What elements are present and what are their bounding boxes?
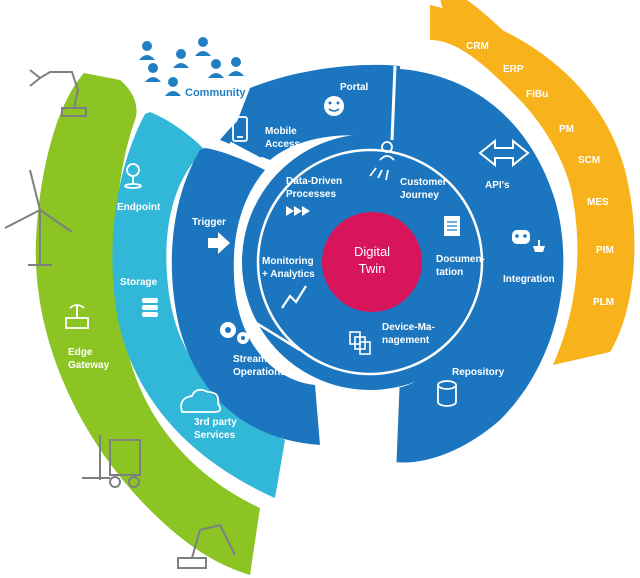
trigger-label: Trigger xyxy=(192,217,226,228)
pages-icon xyxy=(349,331,371,355)
cyan-band xyxy=(112,112,286,498)
outer-blue-ring xyxy=(220,68,564,463)
orange-label: SCM xyxy=(578,155,600,166)
blue-band xyxy=(171,148,320,445)
customer-journey-label-line1: Customer xyxy=(400,177,447,188)
orange-label: FiBu xyxy=(526,89,548,100)
phone-icon xyxy=(232,116,248,142)
integration-label: Integration xyxy=(503,274,555,285)
storage-label: Storage xyxy=(120,277,158,288)
wind-turbine-icon xyxy=(4,169,73,266)
gears-icon xyxy=(220,322,249,344)
orange-label: CRM xyxy=(466,41,489,52)
mobile-access-label-line1: Mobile xyxy=(265,126,297,137)
divider xyxy=(393,387,400,463)
device-mgmt-label-line1: Device-Ma- xyxy=(382,322,435,333)
customer-journey-label-line2: Journey xyxy=(400,190,439,201)
play-arrows-icon xyxy=(286,206,310,216)
device-mgmt-label-line2: nagement xyxy=(382,335,430,346)
arrows-icon xyxy=(478,138,530,168)
cloud-icon xyxy=(180,388,222,413)
inner-ring-outline xyxy=(256,148,484,376)
repository-label: Repository xyxy=(452,367,505,378)
database-icon xyxy=(437,380,457,407)
orange-label: PM xyxy=(559,124,574,135)
orange-label: PLM xyxy=(593,297,614,308)
router-icon xyxy=(65,304,89,329)
document-icon xyxy=(444,216,460,236)
center-title-line1: Digital xyxy=(354,244,390,259)
center-circle xyxy=(322,212,422,312)
stream-ops-label-line1: Stream xyxy=(233,354,267,365)
third-party-label-line1: 3rd party xyxy=(194,417,237,428)
documentation-label-line2: tation xyxy=(436,267,463,278)
monitoring-label-line2: + Analytics xyxy=(262,269,315,280)
monitoring-label-line1: Monitoring xyxy=(262,256,314,267)
center-title-line2: Twin xyxy=(359,261,386,276)
apis-label: API's xyxy=(485,180,510,191)
orange-label: MES xyxy=(587,197,609,208)
portal-label: Portal xyxy=(340,82,369,93)
divider xyxy=(229,141,263,162)
endpoint-icon xyxy=(124,163,142,189)
documentation-label-line1: Documen- xyxy=(436,254,485,265)
orange-band-fill xyxy=(430,5,635,365)
stream-ops-label-line2: Operations xyxy=(233,367,286,378)
ddp-label-line2: Processes xyxy=(286,189,336,200)
orange-label: PIM xyxy=(596,245,614,256)
smiley-icon xyxy=(324,96,344,116)
community-people-icon xyxy=(139,37,244,96)
arrow-icon xyxy=(208,232,230,254)
orange-label: ERP xyxy=(503,64,524,75)
divider xyxy=(390,65,397,141)
storage-stack-icon xyxy=(142,298,158,317)
community-label: Community xyxy=(185,87,246,99)
bot-icon xyxy=(512,230,545,252)
mobile-access-label-line2: Access xyxy=(265,139,300,150)
edge-gateway-label-line1: Edge xyxy=(68,347,93,358)
chart-icon xyxy=(281,285,307,309)
robot-arm-icon xyxy=(29,69,87,117)
robot-arm-icon xyxy=(177,523,236,569)
touch-icon xyxy=(369,141,395,181)
third-party-label-line2: Services xyxy=(194,430,236,441)
edge-gateway-label-line2: Gateway xyxy=(68,360,110,371)
green-band xyxy=(35,73,261,575)
endpoint-label: Endpoint xyxy=(117,202,161,213)
orange-band-labels: CRM ERP FiBu PM SCM MES PIM PLM xyxy=(466,41,614,308)
forklift-icon xyxy=(82,435,141,488)
ddp-label-line1: Data-Driven xyxy=(286,176,342,187)
divider xyxy=(247,316,301,352)
